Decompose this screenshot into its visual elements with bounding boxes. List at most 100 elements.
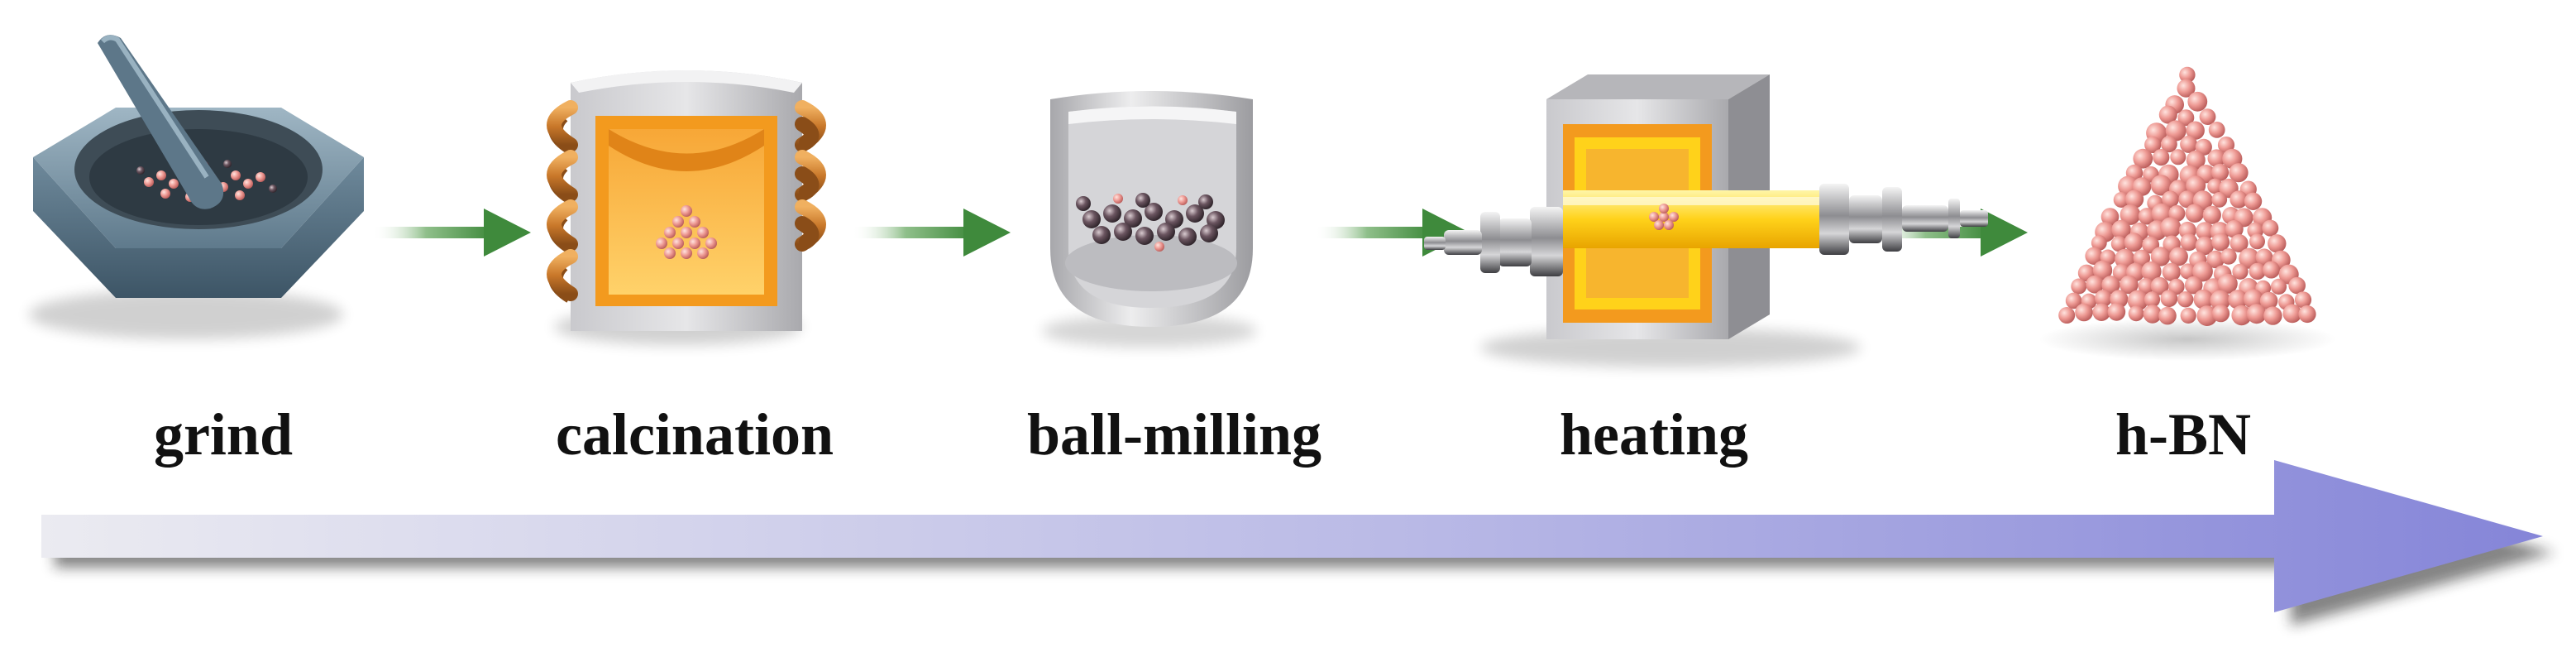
hbn-particle bbox=[2180, 263, 2196, 280]
hbn-particle bbox=[2100, 208, 2120, 226]
hbn-particle bbox=[2180, 307, 2196, 324]
hbn-particle bbox=[2259, 291, 2278, 310]
hbn-particle bbox=[2091, 235, 2107, 251]
hbn-particle bbox=[2229, 163, 2249, 183]
hbn-particle bbox=[2158, 306, 2177, 325]
hbn-particle bbox=[2244, 192, 2263, 210]
hbn-particle bbox=[2210, 290, 2231, 311]
hbn-particle bbox=[2180, 135, 2198, 153]
hbn-particle bbox=[2071, 278, 2087, 295]
hbn-particle bbox=[2243, 289, 2263, 309]
hbn-particle bbox=[2124, 233, 2143, 252]
hbn-particle bbox=[2160, 290, 2178, 308]
hbn-particle bbox=[2144, 136, 2162, 153]
hbn-particle bbox=[2230, 234, 2249, 252]
hbn-particle bbox=[2165, 120, 2186, 142]
hbn-particle bbox=[2208, 122, 2225, 138]
hbn-particle bbox=[2228, 290, 2248, 309]
hbn-particle bbox=[2184, 276, 2203, 295]
hbn-particle bbox=[2110, 236, 2127, 252]
hbn-particle bbox=[2199, 108, 2216, 126]
hbn-particle bbox=[2161, 136, 2177, 153]
hbn-particle bbox=[2270, 278, 2287, 295]
hbn-particle bbox=[2169, 247, 2188, 266]
hbn-particle bbox=[2195, 236, 2215, 256]
hbn-particle bbox=[2177, 109, 2195, 127]
hbn-particle bbox=[2127, 290, 2148, 311]
hbn-particle bbox=[2186, 121, 2205, 140]
hbn-particle bbox=[2141, 261, 2162, 282]
hbn-particle bbox=[2217, 273, 2238, 294]
ball-mill-jar-icon bbox=[1042, 91, 1257, 348]
hbn-particle bbox=[2162, 190, 2179, 209]
hbn-particle bbox=[2298, 305, 2316, 324]
hbn-particle bbox=[2128, 305, 2144, 322]
hbn-particle bbox=[2211, 305, 2230, 323]
step-label-h-bn: h-BN bbox=[2115, 401, 2252, 468]
hbn-particle bbox=[2170, 149, 2186, 166]
hbn-particle bbox=[2058, 307, 2076, 324]
hbn-particle bbox=[2211, 192, 2228, 208]
hbn-particle bbox=[2207, 178, 2224, 194]
hbn-particle bbox=[2177, 79, 2196, 98]
hbn-particle bbox=[2113, 192, 2129, 208]
hbn-particle bbox=[2101, 276, 2120, 295]
hbn-particle bbox=[2185, 204, 2205, 223]
hbn-particle bbox=[2092, 260, 2113, 281]
hbn-particle bbox=[2255, 248, 2273, 266]
hbn-particle bbox=[2187, 91, 2208, 112]
hbn-particle bbox=[2111, 219, 2131, 240]
hbn-particle bbox=[2158, 105, 2177, 124]
hbn-particle bbox=[2125, 189, 2144, 209]
step-label-calcination: calcination bbox=[556, 401, 834, 468]
hbn-particle bbox=[2179, 66, 2196, 84]
hbn-particle bbox=[2180, 233, 2198, 252]
calcination-furnace-icon bbox=[547, 70, 826, 345]
hbn-particle bbox=[2231, 305, 2252, 326]
hbn-particle bbox=[2211, 163, 2230, 181]
step-arrow-1 bbox=[372, 209, 531, 257]
hbn-particle bbox=[2249, 233, 2265, 250]
hbn-particle bbox=[2225, 219, 2244, 238]
hbn-particle bbox=[2232, 263, 2249, 280]
hbn-particle bbox=[2246, 304, 2267, 324]
hbn-particle bbox=[2177, 291, 2194, 308]
hbn-particle bbox=[2150, 276, 2169, 295]
hbn-particle bbox=[2138, 208, 2156, 225]
hbn-particle bbox=[2153, 149, 2170, 166]
hbn-particle bbox=[2186, 175, 2206, 196]
hbn-particle bbox=[2230, 190, 2248, 209]
hbn-particle bbox=[2095, 290, 2112, 307]
hbn-particle bbox=[2192, 261, 2213, 282]
hbn-particle bbox=[2262, 219, 2279, 237]
hbn-particle bbox=[2138, 278, 2154, 295]
hbn-particle bbox=[2150, 175, 2172, 196]
hbn-particle bbox=[2220, 248, 2237, 265]
hbn-particle bbox=[2207, 149, 2226, 167]
hbn-particle bbox=[2160, 217, 2182, 238]
hbn-particle bbox=[2186, 150, 2206, 170]
hbn-particle bbox=[2268, 234, 2287, 253]
process-arrow bbox=[41, 460, 2555, 626]
hbn-particle bbox=[2120, 204, 2141, 225]
hbn-particle bbox=[2150, 247, 2171, 266]
hbn-particle bbox=[2107, 303, 2126, 321]
hbn-particle bbox=[2133, 148, 2153, 169]
step-arrow-2 bbox=[852, 209, 1011, 257]
step-label-grind: grind bbox=[153, 401, 294, 468]
hbn-particle bbox=[2143, 291, 2161, 308]
step-label-ball-milling: ball-milling bbox=[1026, 401, 1322, 468]
hbn-particle bbox=[2196, 305, 2218, 326]
mortar-and-pestle-icon bbox=[29, 35, 364, 339]
hbn-particle bbox=[2263, 306, 2282, 325]
step-label-heating: heating bbox=[1559, 401, 1749, 468]
hbn-particle bbox=[2178, 190, 2196, 209]
hbn-particle bbox=[2120, 275, 2139, 295]
hbn-particle bbox=[2288, 276, 2306, 295]
hbn-particle bbox=[2263, 261, 2280, 279]
hbn-particle bbox=[2249, 262, 2266, 280]
hbn-particle bbox=[2143, 305, 2162, 324]
tube-furnace-icon bbox=[1424, 74, 1988, 367]
hbn-particle bbox=[2211, 233, 2230, 252]
